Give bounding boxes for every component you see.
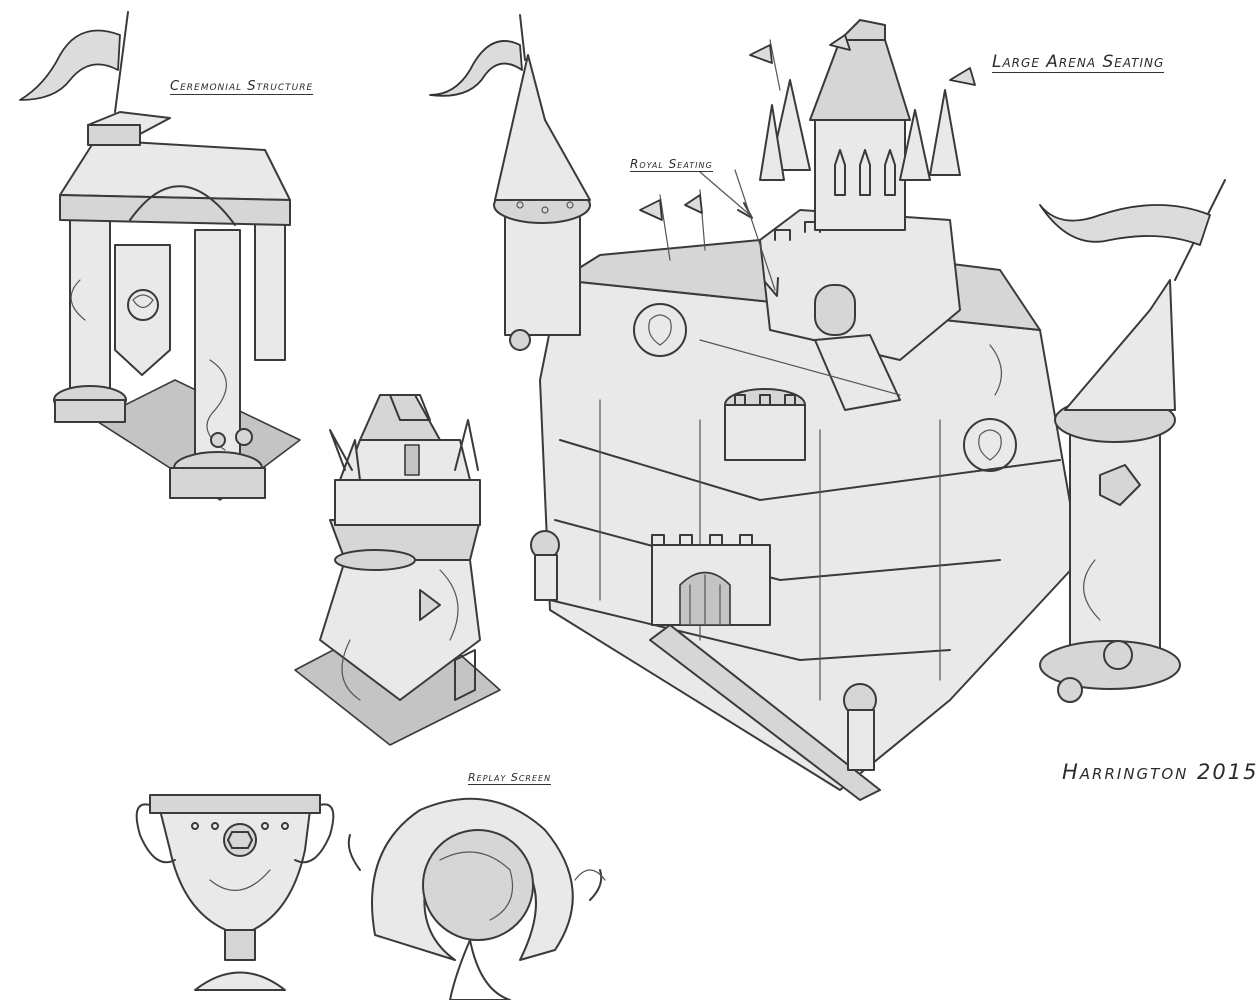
large-arena-seating-label: Large Arena Seating (992, 52, 1165, 73)
chalice-drawing (135, 794, 335, 991)
ceremonial-structure-drawing (19, 11, 301, 501)
artist-signature: Harrington 2015 (1062, 760, 1259, 784)
ceremonial-structure-label: Ceremonial Structure (170, 79, 314, 95)
tower-drawing (294, 394, 501, 746)
replay-screen-label: Replay Screen (468, 771, 552, 785)
royal-seating-label: Royal Seating (630, 157, 713, 172)
replay-screen-drawing (347, 797, 606, 1001)
arena-drawing (429, 14, 1226, 801)
